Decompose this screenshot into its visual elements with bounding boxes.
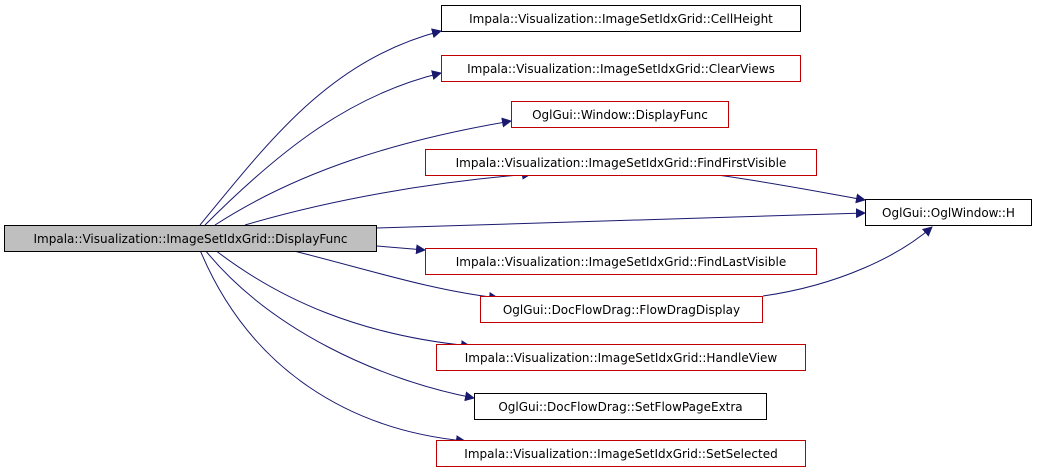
node-cell-height[interactable]: Impala::Visualization::ImageSetIdxGrid::… — [441, 5, 801, 32]
edge-flow-drag-display-to-h — [762, 226, 933, 297]
edge-to-handle-view — [214, 249, 471, 351]
node-window-display-func[interactable]: OglGui::Window::DisplayFunc — [511, 101, 729, 128]
edge-to-cell-height — [199, 28, 442, 226]
edge-to-window-display-func — [214, 117, 512, 226]
edge-to-ogl-window-h — [376, 208, 866, 229]
node-label: Impala::Visualization::ImageSetIdxGrid::… — [467, 61, 775, 76]
node-label: Impala::Visualization::ImageSetIdxGrid::… — [464, 350, 778, 365]
node-set-selected[interactable]: Impala::Visualization::ImageSetIdxGrid::… — [436, 440, 806, 467]
node-display-func-root[interactable]: Impala::Visualization::ImageSetIdxGrid::… — [4, 225, 377, 252]
node-label: Impala::Visualization::ImageSetIdxGrid::… — [455, 155, 787, 170]
node-label: OglGui::DocFlowDrag::SetFlowPageExtra — [498, 399, 743, 414]
edge-to-flow-drag-display — [289, 249, 499, 302]
node-label: OglGui::OglWindow::H — [882, 205, 1015, 220]
node-handle-view[interactable]: Impala::Visualization::ImageSetIdxGrid::… — [436, 344, 806, 371]
node-find-first-visible[interactable]: Impala::Visualization::ImageSetIdxGrid::… — [425, 149, 817, 176]
node-ogl-window-h[interactable]: OglGui::OglWindow::H — [865, 199, 1032, 226]
edge-to-set-selected — [199, 249, 466, 446]
node-flow-drag-display[interactable]: OglGui::DocFlowDrag::FlowDragDisplay — [480, 296, 763, 323]
node-label: OglGui::Window::DisplayFunc — [532, 107, 708, 122]
node-label: Impala::Visualization::ImageSetIdxGrid::… — [469, 11, 773, 26]
edge-to-find-first-visible — [244, 169, 532, 226]
node-find-last-visible[interactable]: Impala::Visualization::ImageSetIdxGrid::… — [425, 248, 817, 275]
edge-to-find-last-visible — [376, 244, 426, 255]
node-label: Impala::Visualization::ImageSetIdxGrid::… — [464, 446, 778, 461]
edge-first-visible-to-h — [709, 173, 866, 204]
node-label: Impala::Visualization::ImageSetIdxGrid::… — [33, 231, 348, 246]
node-label: OglGui::DocFlowDrag::FlowDragDisplay — [502, 302, 741, 317]
node-set-flow-page-extra[interactable]: OglGui::DocFlowDrag::SetFlowPageExtra — [474, 393, 767, 420]
edge-to-set-flow-page-extra — [204, 249, 475, 402]
edge-to-clear-views — [204, 70, 442, 226]
node-clear-views[interactable]: Impala::Visualization::ImageSetIdxGrid::… — [441, 55, 801, 82]
node-label: Impala::Visualization::ImageSetIdxGrid::… — [455, 254, 787, 269]
